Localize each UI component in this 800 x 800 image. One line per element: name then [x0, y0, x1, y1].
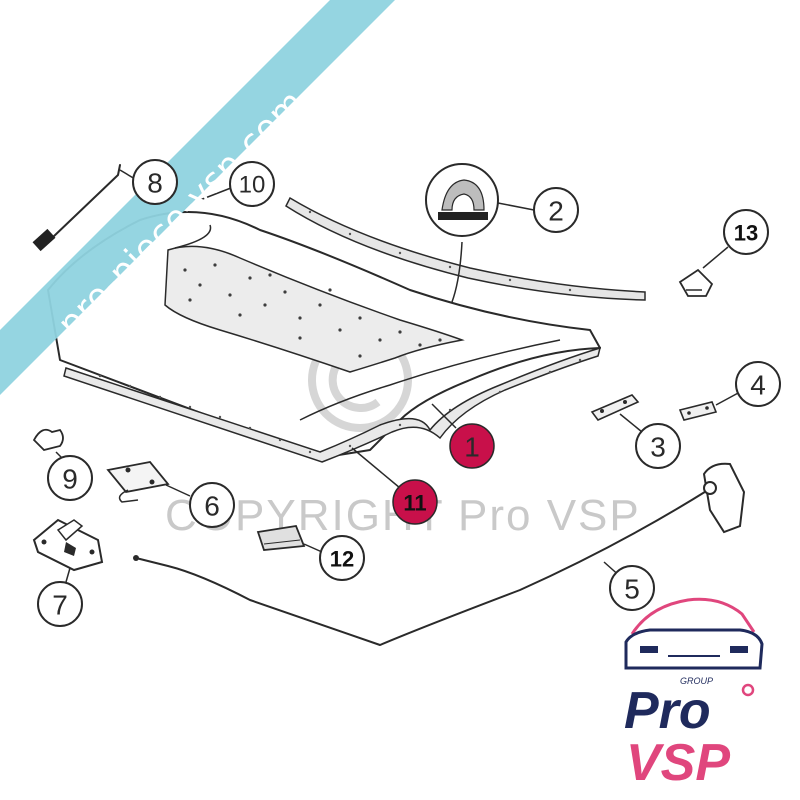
- callout-2: 2: [533, 187, 579, 233]
- svg-text:5: 5: [624, 574, 640, 605]
- callout-8: 8: [132, 159, 178, 205]
- plate-part: [678, 391, 741, 421]
- callout-1: 1: [449, 423, 495, 469]
- svg-text:3: 3: [650, 432, 666, 463]
- release-cable: [133, 462, 746, 646]
- logo-dot-icon: [741, 683, 755, 697]
- car-icon: [624, 597, 764, 670]
- hinge-clip-part: [32, 428, 67, 463]
- pad-part: [256, 524, 323, 553]
- svg-text:7: 7: [52, 590, 68, 621]
- svg-text:9: 9: [62, 464, 78, 495]
- callout-12: 12: [319, 535, 365, 581]
- callout-6: 6: [189, 482, 235, 528]
- svg-text:8: 8: [147, 168, 163, 199]
- callout-4: 4: [735, 361, 781, 407]
- latch-plate-part: [106, 461, 191, 503]
- svg-text:1: 1: [464, 432, 480, 463]
- bracket-part: [590, 394, 643, 433]
- svg-text:13: 13: [734, 221, 758, 246]
- pro-vsp-logo: GROUP Pro VSP: [624, 597, 764, 792]
- logo-group-text: GROUP: [680, 676, 713, 686]
- svg-text:10: 10: [239, 172, 266, 199]
- rubber-seal-strip: [285, 163, 646, 301]
- hood-lock-part: [32, 518, 104, 583]
- leader-lines: [119, 169, 463, 489]
- seal-texture: [98, 358, 582, 454]
- prop-rod: [32, 164, 121, 252]
- svg-text:12: 12: [330, 547, 354, 572]
- callout-3: 3: [635, 423, 681, 469]
- callout-5: 5: [609, 565, 655, 611]
- pad-texture: [183, 263, 442, 358]
- callout-10: 10: [229, 161, 275, 207]
- logo-vsp-text: VSP: [626, 734, 730, 792]
- svg-text:2: 2: [548, 196, 564, 227]
- svg-text:11: 11: [403, 491, 426, 516]
- callouts: 1 2 3 4 5 6 7 8: [37, 159, 781, 627]
- logo-pro-text: Pro: [624, 682, 711, 740]
- callout-9: 9: [47, 455, 93, 501]
- callout-11: 11: [392, 479, 438, 525]
- clip-part: [678, 246, 729, 297]
- callout-7: 7: [37, 581, 83, 627]
- svg-text:4: 4: [750, 370, 766, 401]
- svg-text:6: 6: [204, 491, 220, 522]
- callout-13: 13: [723, 209, 769, 255]
